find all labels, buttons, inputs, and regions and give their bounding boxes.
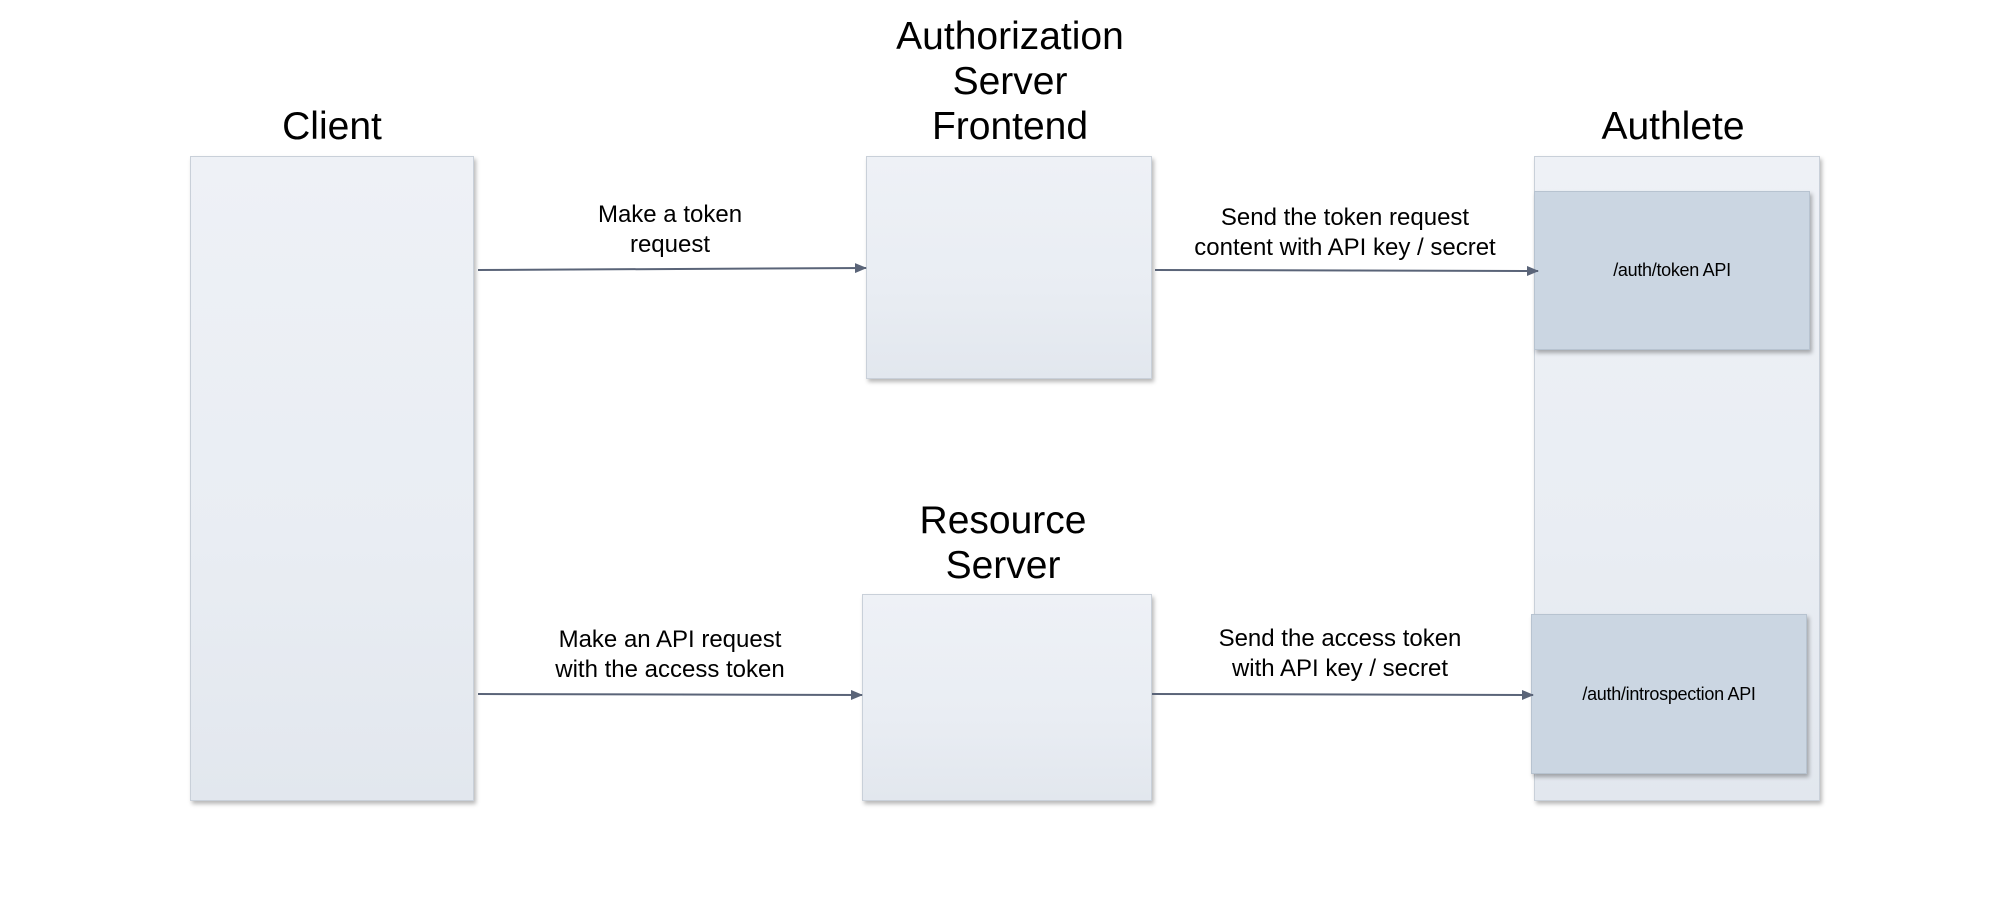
token-request-label-line2: request xyxy=(629,231,711,258)
authorization-server-box xyxy=(866,156,1152,379)
send-access-label-line2: with API key / secret xyxy=(1231,655,1449,682)
token-request-label: Make a token request xyxy=(530,200,810,260)
send-access-label: Send the access token with API key / sec… xyxy=(1180,624,1500,684)
client-box xyxy=(190,156,474,801)
send-token-arrow xyxy=(1154,265,1539,276)
authorization-server-heading-line1: Authorization xyxy=(896,15,1124,58)
api-request-label-line2: with the access token xyxy=(555,656,785,683)
api-request-label-line1: Make an API request xyxy=(558,626,782,653)
send-token-label-line1: Send the token request xyxy=(1220,204,1470,231)
authorization-server-heading-line2: Server xyxy=(952,60,1068,103)
resource-server-heading: Resource Server xyxy=(860,498,1146,588)
resource-server-heading-line1: Resource xyxy=(919,499,1087,542)
send-access-label-line1: Send the access token xyxy=(1218,625,1462,652)
token-request-label-line1: Make a token xyxy=(597,201,743,228)
authorization-server-heading: Authorization Server Frontend xyxy=(860,14,1160,149)
send-token-label: Send the token request content with API … xyxy=(1160,203,1530,263)
token-request-arrow xyxy=(477,263,867,274)
api-request-label: Make an API request with the access toke… xyxy=(520,625,820,685)
client-heading: Client xyxy=(282,105,382,148)
introspection-api-box: /auth/introspection API xyxy=(1531,614,1807,774)
token-api-box: /auth/token API xyxy=(1534,191,1810,350)
api-request-arrow xyxy=(477,689,863,700)
introspection-api-label: /auth/introspection API xyxy=(1582,683,1756,704)
send-access-arrow xyxy=(1151,689,1534,700)
token-api-label: /auth/token API xyxy=(1613,260,1731,280)
send-token-label-line2: content with API key / secret xyxy=(1194,234,1496,261)
authlete-heading: Authlete xyxy=(1601,105,1745,148)
authorization-server-heading-line3: Frontend xyxy=(931,105,1089,148)
resource-server-heading-line2: Server xyxy=(945,544,1061,587)
resource-server-box xyxy=(862,594,1152,801)
